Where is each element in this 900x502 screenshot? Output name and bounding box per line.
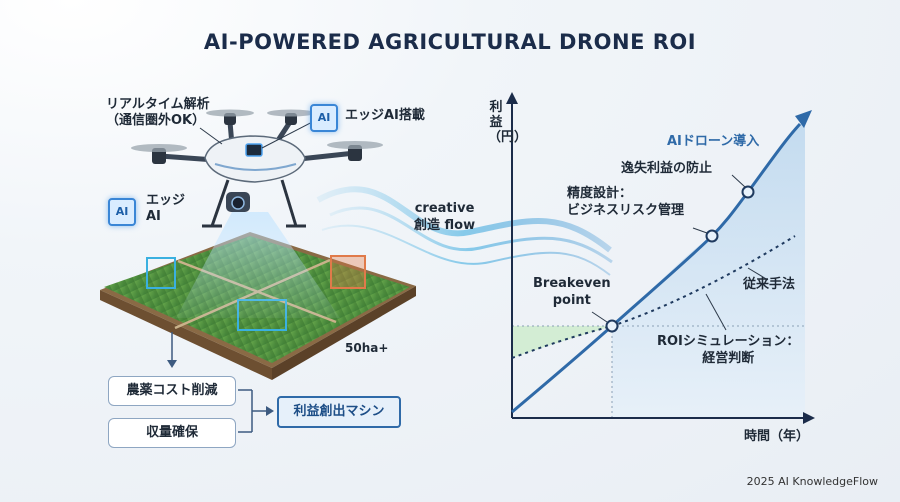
breakeven-line1: Breakeven (533, 276, 611, 291)
series-ai-drone (511, 122, 802, 414)
realtime-line1: リアルタイム解析 (106, 97, 210, 112)
data-stream (321, 224, 611, 276)
callout-leader (747, 267, 769, 281)
edge-ai-onboard-label: エッジAI搭載 (345, 108, 425, 123)
flow-line1: creative (414, 201, 475, 216)
realtime-callout: リアルタイム解析 （通信圏外OK） (106, 97, 210, 129)
y-axis-arrow (506, 92, 518, 104)
flow-line2: 創造 flow (414, 218, 476, 233)
edge-ai-line2: AI (146, 209, 161, 224)
data-stream (329, 206, 613, 264)
gain-area (612, 120, 805, 418)
drone (131, 109, 383, 228)
precision-line2: ビジネスリスク管理 (567, 203, 685, 218)
footer-credit: 2025 AI KnowledgeFlow (746, 475, 878, 488)
callout-leader (692, 227, 708, 234)
connector-arrowhead (167, 360, 177, 368)
detection-box-healthy (146, 257, 176, 289)
series-ai-arrow (795, 110, 812, 128)
callout-leader (199, 127, 223, 145)
breakeven-point-marker (605, 319, 619, 333)
field-size-label: 50ha+ (345, 341, 389, 355)
edge-ai-line1: エッジ (146, 193, 186, 208)
series-label-conventional: 従来手法 (743, 277, 796, 292)
callout-leader (731, 174, 746, 188)
benefit-yield: 収量確保 (108, 418, 236, 448)
early-loss-area (512, 326, 612, 358)
benefit-pesticide-cost: 農薬コスト削減 (108, 376, 236, 406)
ai-chip-icon: AI (108, 198, 136, 226)
page-title: AI-POWERED AGRICULTURAL DRONE ROI (203, 30, 697, 54)
detection-box-problem (330, 255, 366, 289)
x-axis-arrow (803, 412, 815, 424)
breakeven-line2: point (552, 293, 591, 308)
series-label-ai: AIドローン導入 (667, 134, 760, 149)
edge-ai-callout: エッジ AI (146, 193, 185, 225)
lost-profit-marker (741, 185, 755, 199)
roi-simulation-label: ROIシミュレーション： 経営判断 (657, 333, 799, 367)
field-side-right (272, 286, 416, 380)
y-axis-label: 利益（円） (488, 100, 528, 145)
precision-line1: 精度設計： (567, 186, 633, 201)
connector-arrowhead (266, 406, 274, 416)
callout-leader (705, 293, 727, 331)
precision-design-label: 精度設計： ビジネスリスク管理 (567, 185, 684, 219)
x-axis-label: 時間（年） (744, 429, 810, 444)
roi-line2: 経営判断 (702, 351, 755, 366)
realtime-line2: （通信圏外OK） (106, 113, 206, 128)
data-stream (316, 186, 612, 253)
breakeven-label: Breakeven point (533, 275, 611, 309)
field-side-left (100, 290, 272, 380)
roi-line1: ROIシミュレーション： (657, 334, 800, 349)
scan-beam (176, 212, 340, 318)
creative-flow-label: creative 創造 flow (414, 200, 475, 234)
precision-design-marker (705, 229, 719, 243)
lost-profit-label: 逸失利益の防止 (621, 161, 713, 176)
profit-machine-box: 利益創出マシン (277, 396, 401, 428)
callout-leader (591, 311, 608, 323)
ai-chip-icon: AI (310, 104, 338, 132)
